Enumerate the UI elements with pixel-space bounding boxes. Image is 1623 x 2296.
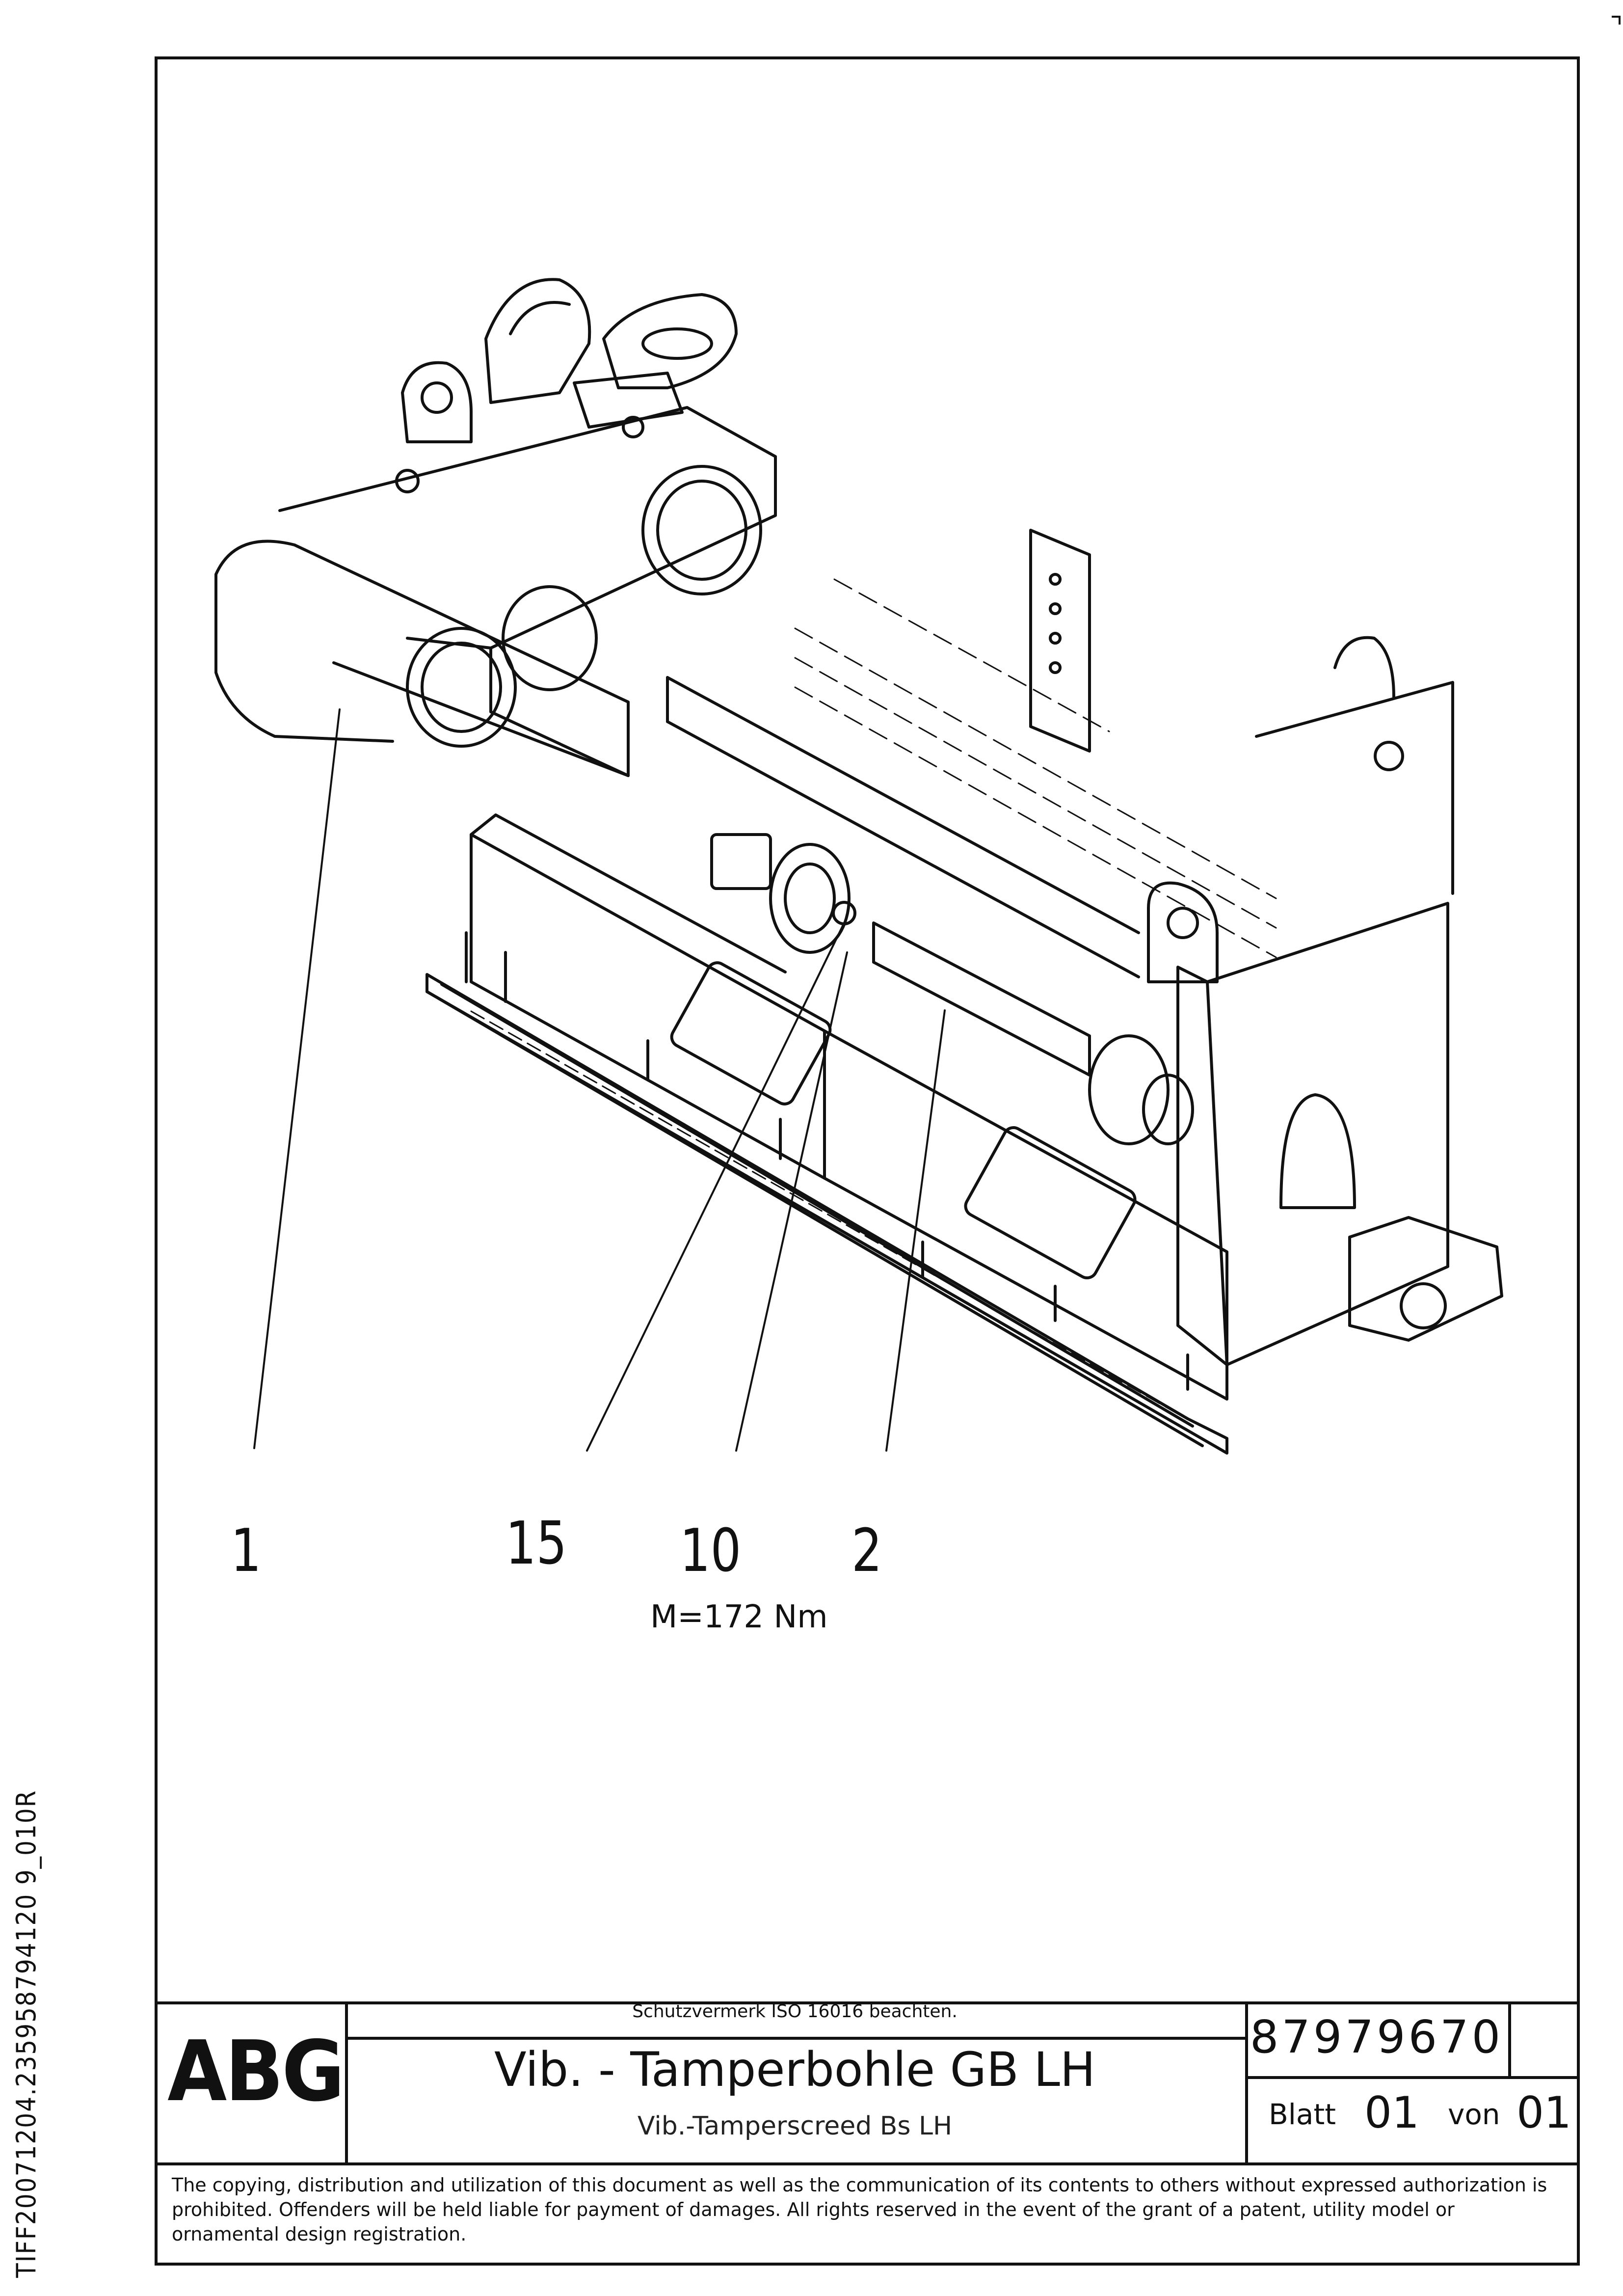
copyright-notice: The copying, distribution and utilizatio… <box>172 2174 1547 2245</box>
screed-base-plate <box>426 973 1228 1455</box>
sheet-label: Blatt <box>1269 2098 1336 2131</box>
leader-2 <box>885 1009 946 1452</box>
bore-front <box>406 627 517 748</box>
drawing-frame <box>155 56 1580 2266</box>
leader-lines <box>253 708 946 1452</box>
bore-middle <box>502 585 598 691</box>
cover-plate-right <box>964 1126 1137 1279</box>
rear-bracket <box>1029 529 1091 753</box>
sheet-value: 01 <box>1364 2087 1419 2138</box>
callout-15: 15 <box>506 1510 567 1578</box>
title-block-lines <box>155 2001 1580 2165</box>
housing-side-wall <box>470 813 1228 1401</box>
abg-logo: ABG <box>167 2023 345 2120</box>
callout-10: 10 <box>680 1517 742 1585</box>
protection-note: Schutzvermerk ISO 16016 beachten. <box>632 2001 958 2022</box>
bearing-flange-left <box>769 843 851 954</box>
left-beam <box>214 406 777 777</box>
motor-coupling <box>710 833 772 890</box>
end-plate-slot <box>1279 1093 1356 1209</box>
tamper-shaft <box>666 676 1194 1145</box>
hidden-lines <box>794 578 1277 958</box>
leader-15 <box>586 922 845 1452</box>
lifting-lugs <box>401 278 738 443</box>
title-german: Vib. - Tamperbohle GB LH <box>494 2042 1096 2097</box>
document-number: 87979670 <box>1250 2011 1504 2063</box>
leader-10 <box>735 951 848 1452</box>
bearing-flange-right <box>1088 1034 1170 1145</box>
end-lug <box>1348 1216 1503 1342</box>
callout-2: 2 <box>851 1517 882 1585</box>
bore-rear <box>641 465 762 595</box>
corner-mark <box>1612 16 1621 25</box>
torque-note: M=172 Nm <box>650 1599 828 1635</box>
title-english: Vib.-Tamperscreed Bs LH <box>637 2111 953 2141</box>
leader-1 <box>253 708 341 1449</box>
cover-plate-left <box>670 961 832 1106</box>
studs <box>465 931 1189 1391</box>
top-bracket <box>573 372 684 429</box>
callout-1: 1 <box>231 1517 262 1585</box>
of-label: von <box>1448 2098 1500 2131</box>
right-end-plate <box>1147 636 1503 1366</box>
of-value: 01 <box>1517 2087 1571 2138</box>
